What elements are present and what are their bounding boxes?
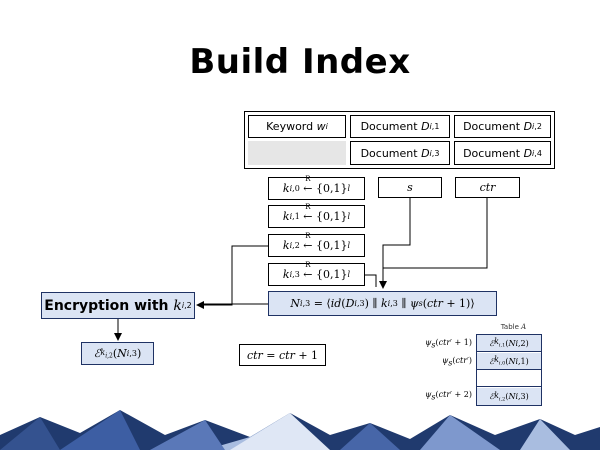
page-title: Build Index [189,42,411,82]
ctr-to-n-line [383,198,488,269]
s-to-n-line [379,198,411,289]
table-a-label-4: ψs(ctr′ + 2) [425,390,472,402]
ctr-update-box: ctr = ctr + 1 [239,344,326,366]
ctr-box: ctr [455,177,520,198]
mountain-footer [0,410,600,450]
empty-keyword-cell [248,141,346,165]
table-a-caption: Table A [500,323,527,331]
table-a [476,334,542,406]
k2-to-encryption-line [196,245,268,309]
k3-to-n-line [365,274,377,287]
table-a-label-2: ψs(ctr′) [442,356,472,368]
s-box: s [378,177,442,198]
table-a-cell-3 [477,371,541,387]
table-a-label-1: ψs(ctr′ + 1) [425,338,472,350]
